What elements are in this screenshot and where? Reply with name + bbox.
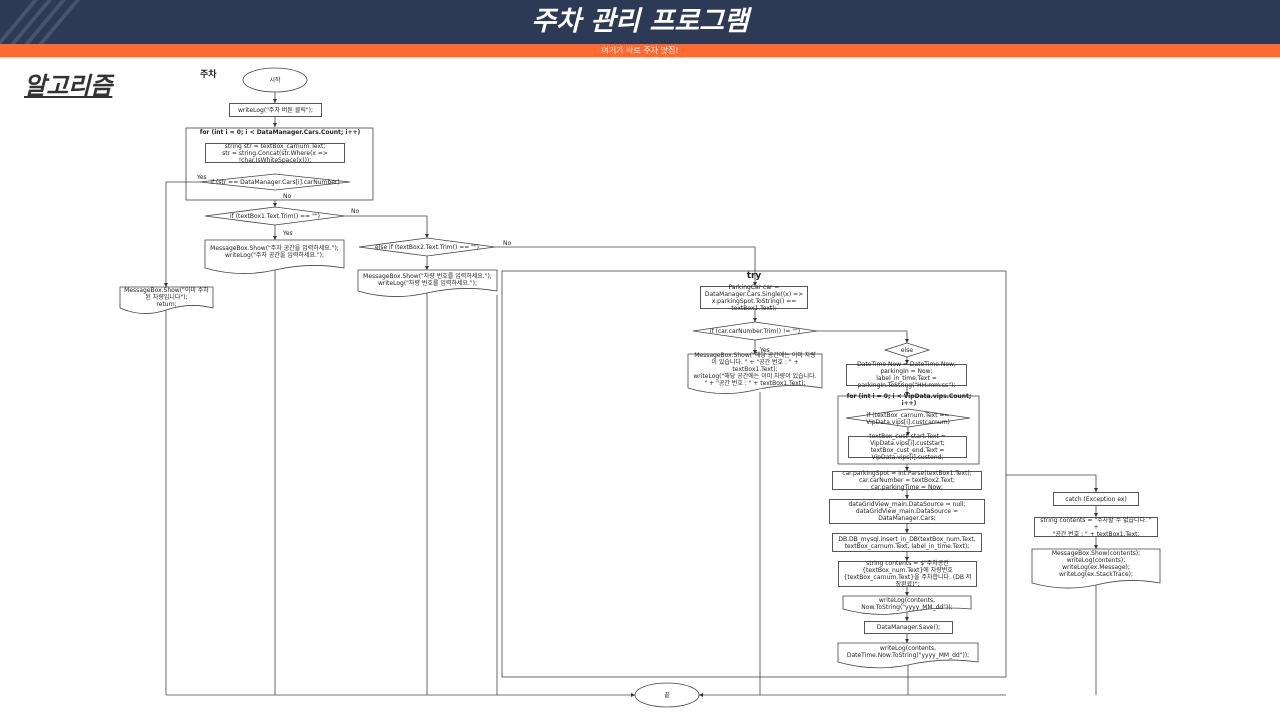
- for-loop-frame: [185, 127, 374, 201]
- arrow-yes-already-parked: [164, 181, 200, 287]
- yes-label: Yes: [283, 230, 293, 237]
- top-banner: [0, 0, 1280, 44]
- msg-already-parked: MessageBox.Show("이미 주차된 차량입니다"); return;: [124, 286, 209, 308]
- no-label: No: [503, 240, 512, 247]
- try-block-frame: [501, 270, 1007, 678]
- catch-label: catch (Exception ex): [1053, 492, 1139, 506]
- datetime-now: DateTime Now = DateTime.Now; parkingIn =…: [846, 361, 967, 389]
- db-insert: DB.DB_mysql.insert_in_DB(textBox_num.Tex…: [832, 533, 982, 552]
- page-title: 주차 관리 프로그램: [531, 6, 749, 37]
- if-vip-match: if (textBox_carnum.Text == VipData.vips[…: [866, 411, 950, 426]
- vip-assign: textBox_cust_start.Text = VipData.vips[i…: [848, 433, 967, 461]
- contents-string: string contents = $"주차공간 {textBox_num.Te…: [838, 560, 977, 588]
- doc-space-occupied: [687, 353, 823, 394]
- grid-refresh: dataGridView_main.DataSource = null; dat…: [829, 499, 985, 524]
- doc-write-log: [842, 595, 972, 615]
- arrow-to-catch: [1006, 474, 1098, 492]
- decision-else: [883, 342, 931, 358]
- doc-already-parked: [119, 286, 214, 314]
- subtitle-bar: [0, 44, 1280, 57]
- doc-enter-carnum: [357, 269, 498, 297]
- no-label: No: [283, 193, 292, 200]
- catch-show: MessageBox.Show(contents); writeLog(cont…: [1051, 550, 1141, 578]
- catch-contents: string contents = "주차할 수 없습니다. " + "공간 번…: [1034, 517, 1158, 538]
- if-car-number-nonempty: if (car.carNumber.Trim() != ""): [709, 327, 801, 335]
- write-log-contents-2: writeLog(contents, DateTime.Now.ToString…: [846, 645, 970, 659]
- start-label: 시작: [269, 76, 281, 84]
- else-label: else: [900, 346, 914, 354]
- elseif-textbox2-empty: else if (textBox2.Text.Trim() == ""): [374, 243, 480, 251]
- write-log-contents: writeLog(contents, Now.ToString("yyyy_MM…: [861, 596, 953, 611]
- for-vip-header: for (int i = 0; i < VipData.vips.Count; …: [846, 393, 972, 407]
- no-label: No: [351, 208, 360, 215]
- if-str-equals: if (str == DataManager.Cars[i].carNumber…: [210, 178, 340, 186]
- for-vip-frame: [837, 395, 980, 465]
- doc-enter-space: [204, 239, 345, 274]
- msg-space-occupied: MessageBox.Show("해당 공간에는 이미 차량이 있습니다. " …: [693, 351, 817, 387]
- decision-str-equals: [199, 173, 351, 191]
- section-label: 알고리즘: [24, 72, 113, 100]
- doc-write-log-2: [837, 642, 979, 669]
- arrow-to-else: [817, 330, 909, 343]
- end-label: 끝: [664, 691, 670, 699]
- doc-catch-show: [1031, 548, 1161, 589]
- flowchart-heading: 주차: [200, 70, 217, 80]
- msg-enter-carnum: MessageBox.Show("차량 번호를 입력하세요."); writeL…: [363, 273, 492, 287]
- for-loop-header: for (int i = 0; i < DataManager.Cars.Cou…: [199, 128, 361, 136]
- try-label: try: [746, 270, 762, 281]
- arrow-no-textbox1: [345, 215, 429, 238]
- str-assign: string str = textBox_carnum.Text; str = …: [205, 143, 345, 164]
- parking-car-single: ParkingCar car = DataManager.Cars.Single…: [700, 284, 808, 312]
- write-log-start: writeLog("주차 버튼 클릭");: [229, 103, 322, 117]
- yes-label: Yes: [760, 347, 770, 354]
- yes-label: Yes: [197, 174, 207, 181]
- page-subtitle: 여기가 바로 주차 맛집!: [601, 46, 679, 55]
- decision-vip-match: [845, 408, 971, 428]
- if-textbox1-empty: if (textBox1.Text.Trim() == ""): [230, 212, 320, 220]
- data-manager-save: DataManager.Save();: [864, 621, 953, 634]
- car-parking-assign: car.parkingSpot = int.Parse(textBox1.Tex…: [832, 470, 982, 491]
- arrow-no-textbox2: [495, 246, 757, 286]
- msg-enter-space: MessageBox.Show("주차 공간을 입력하세요."); writeL…: [210, 245, 339, 259]
